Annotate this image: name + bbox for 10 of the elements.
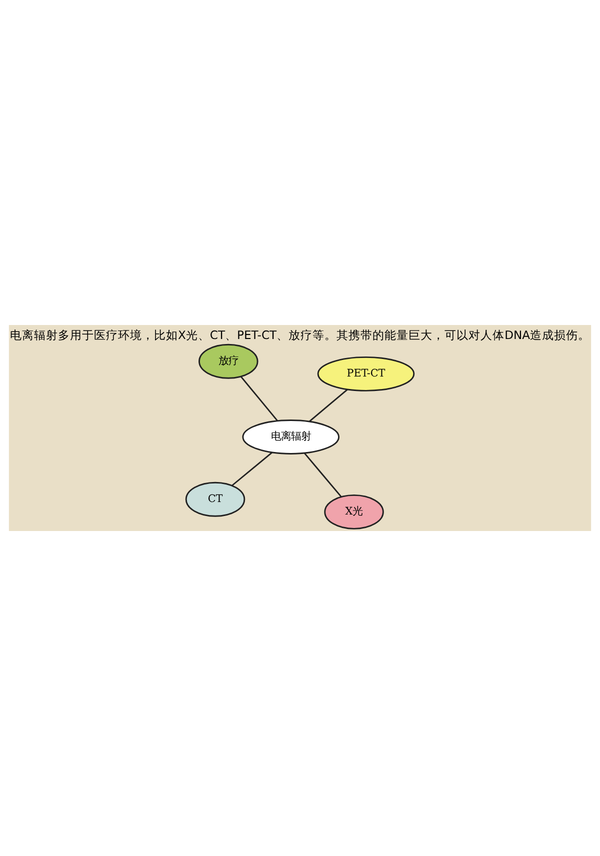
connector [308, 389, 348, 422]
connector [304, 452, 342, 498]
node-ellipse: CT [185, 482, 246, 517]
connector [240, 376, 278, 422]
node-ellipse: 放疗 [198, 344, 258, 379]
connector [232, 452, 272, 486]
diagram-title: 电离辐射多用于医疗环境，比如X光、CT、PET-CT、放疗等。其携带的能量巨大，可以对人体DNA造成损伤。 [10, 328, 590, 342]
node-ellipse: PET-CT [317, 356, 415, 392]
node-ellipse: X光 [324, 494, 384, 530]
node-ellipse: 电离辐射 [242, 420, 340, 454]
